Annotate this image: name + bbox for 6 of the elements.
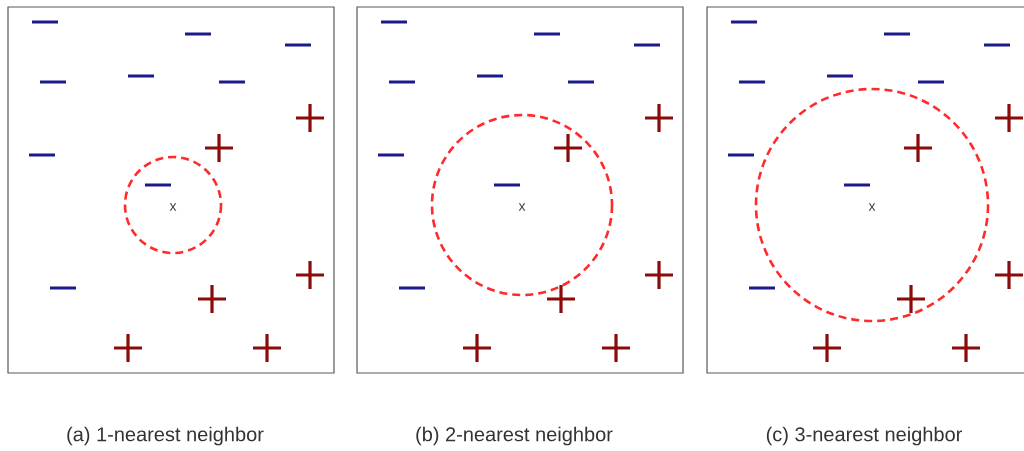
panel-caption: (a) 1-nearest neighbor xyxy=(67,426,264,446)
panel-caption: (b) 2-nearest neighbor xyxy=(416,426,613,446)
query-point-label: x xyxy=(169,203,177,211)
query-point-label: x xyxy=(518,203,526,211)
panel-caption: (c) 3-nearest neighbor xyxy=(766,426,962,446)
query-point-label: x xyxy=(868,203,876,211)
